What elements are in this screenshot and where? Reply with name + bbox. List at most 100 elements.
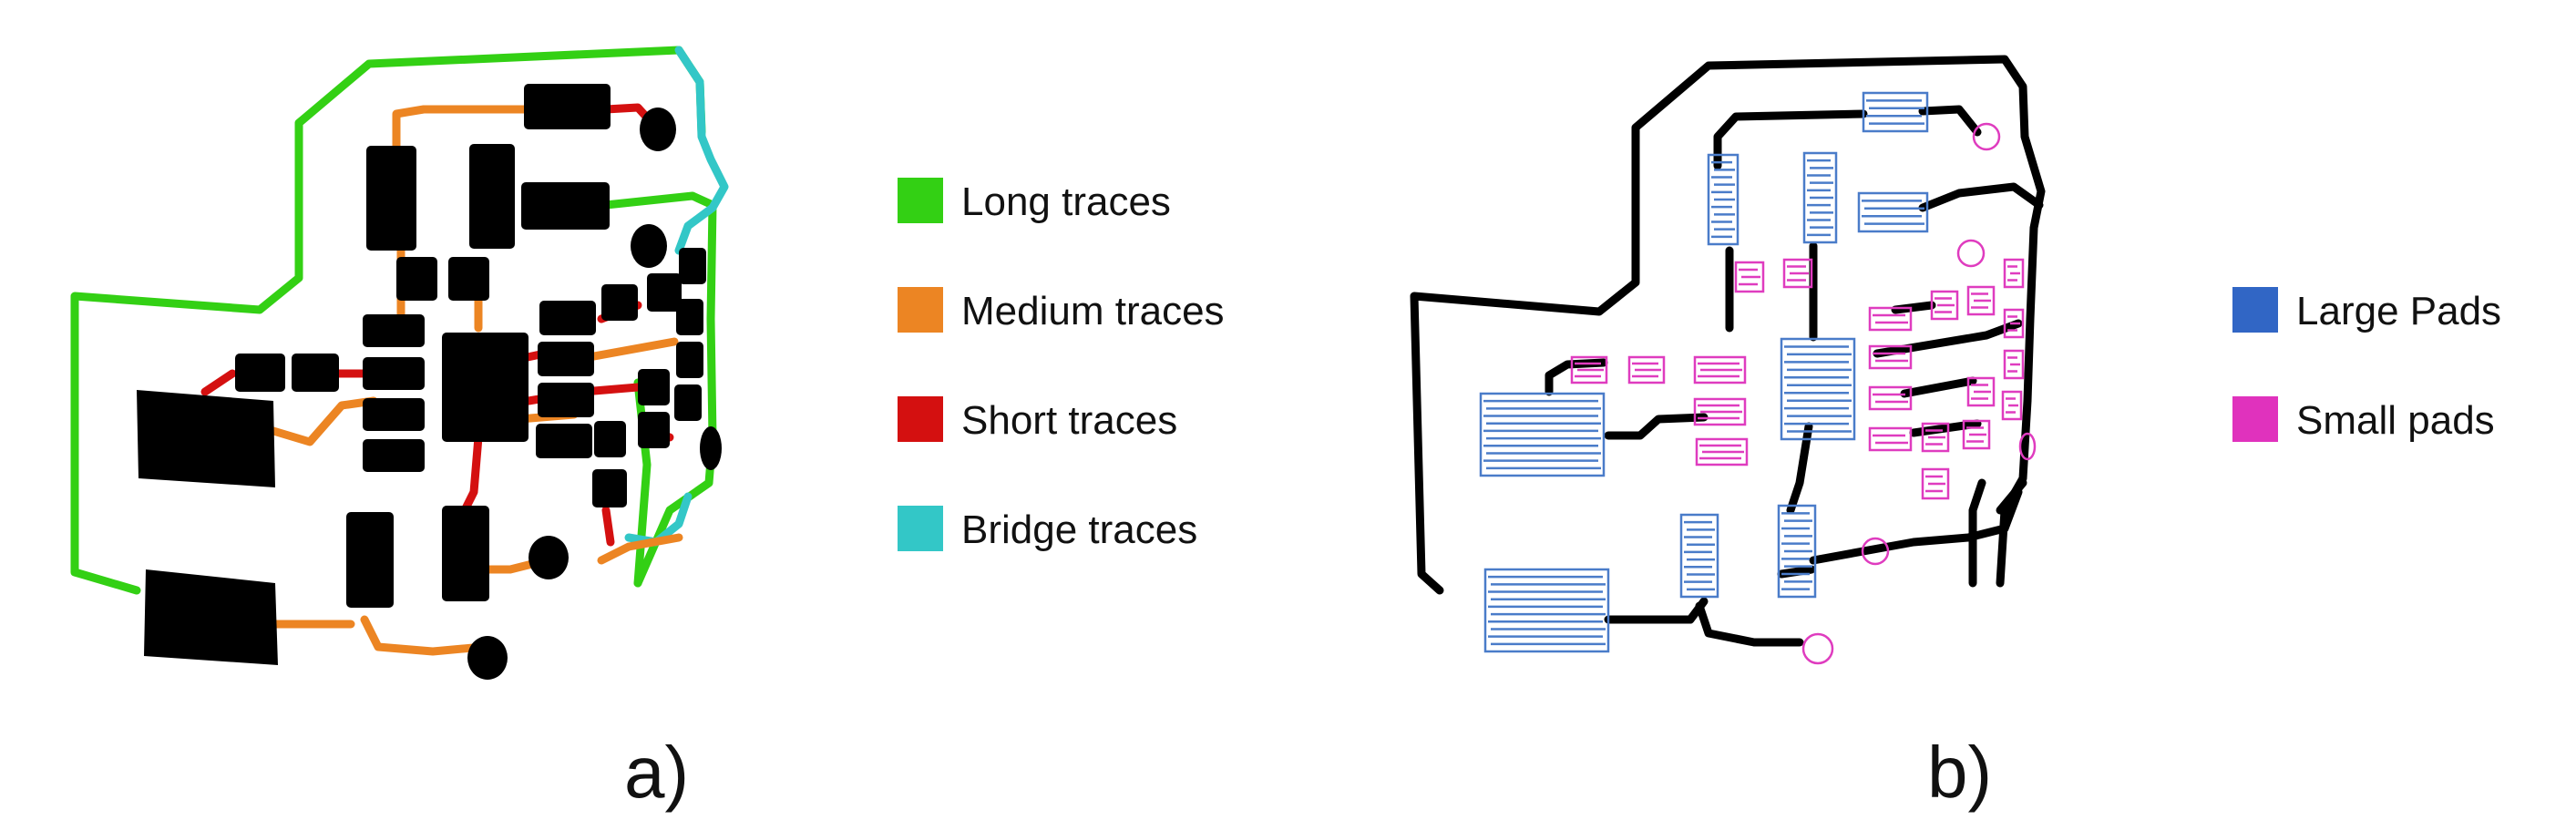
pad-serpentine (1966, 426, 1986, 443)
trace-b13 (1809, 487, 2023, 565)
short-trace-7 (460, 433, 483, 515)
small-pad (1570, 355, 1608, 384)
legend-swatch (898, 506, 943, 551)
pad-outline (1966, 376, 1996, 407)
pad-serpentine (1711, 160, 1735, 239)
bridge-trace-bottom (624, 492, 693, 547)
outline-traces (1410, 55, 2046, 647)
pad-serpentine (1488, 575, 1606, 646)
pad-serpentine (1935, 297, 1955, 313)
large-pad-mid (1802, 151, 1838, 244)
pad-outline (1868, 344, 1913, 370)
via-5 (467, 636, 508, 680)
small-pad (1921, 467, 1950, 500)
trace-b12 (1786, 422, 1813, 515)
connector-large-bottom (144, 569, 278, 665)
legend-label: Long traces (961, 179, 1171, 224)
pad-outline (1679, 513, 1719, 599)
legend-item-short-traces: Short traces (898, 396, 1177, 443)
pad-outline (2003, 349, 2025, 380)
large-pad-lower-right (1777, 504, 1817, 599)
pad-serpentine (1873, 352, 1908, 363)
pad-outline (1479, 392, 1606, 477)
pad-serpentine (1873, 434, 1908, 445)
pad-outline (1693, 355, 1747, 384)
legend-label: Large Pads (2296, 289, 2501, 333)
pad-serpentine (1971, 384, 1991, 400)
small-pad (1930, 290, 1959, 321)
trace-b16 (1604, 597, 1709, 624)
pad-outline (2003, 308, 2025, 339)
pad-outline (1857, 191, 1929, 233)
pad-outline (1921, 422, 1950, 453)
board-outline (1410, 55, 2046, 595)
pad-serpentine (1971, 292, 1991, 309)
large-pad-right (1857, 191, 1929, 233)
legend-b: Large Pads Small pads (2232, 287, 2501, 443)
large-pad-lower-left (1679, 513, 1719, 599)
small-pad (1868, 385, 1913, 411)
pad-serpentine (1698, 404, 1742, 420)
pad-serpentine (1698, 362, 1742, 378)
small-pad (1962, 419, 1991, 450)
pad-serpentine (1873, 393, 1908, 404)
pad-serpentine (1925, 475, 1945, 493)
long-trace-right (601, 191, 717, 588)
legend-swatch (898, 287, 943, 333)
pad-serpentine (1873, 313, 1908, 324)
legend-item-large-pads: Large Pads (2232, 287, 2501, 333)
pad-c25 (638, 412, 670, 448)
pad-outline (2001, 390, 2023, 421)
pad-serpentine (1632, 362, 1661, 378)
pad-c28 (442, 506, 489, 601)
legend-swatch (898, 396, 943, 442)
panel-label-a: a) (624, 732, 689, 813)
medium-trace-4 (260, 396, 378, 446)
trace-b10 (1900, 376, 1977, 398)
trace-b11 (1909, 419, 1982, 437)
pad-c7 (363, 314, 425, 347)
pad-serpentine (1784, 345, 1852, 433)
legend-label: Small pads (2296, 398, 2495, 443)
medium-trace-8 (360, 615, 487, 656)
chip-main (442, 333, 529, 442)
legend-item-small-pads: Small pads (2232, 396, 2495, 443)
small-pad (1695, 437, 1749, 466)
pad-serpentine (2007, 315, 2020, 332)
medium-trace-10 (597, 533, 683, 565)
small-pad (2001, 390, 2023, 421)
pad-c19 (679, 248, 706, 284)
pad-outline (1862, 91, 1929, 133)
small-pad (2003, 258, 2025, 289)
pad-outline (1693, 397, 1747, 426)
pad-c16 (536, 424, 592, 458)
small-pad-round (1972, 122, 2001, 151)
pad-c14 (538, 342, 594, 376)
pad-c22 (638, 369, 670, 405)
connector-large-left (137, 390, 275, 487)
small-pad-round (1956, 239, 1986, 268)
legend-swatch (2232, 396, 2278, 442)
small-pad-round (2018, 432, 2037, 461)
pad-outline (1966, 285, 1996, 316)
pad-serpentine (1699, 444, 1744, 460)
pad-outline (1570, 355, 1608, 384)
pad-outline (2003, 258, 2025, 289)
trace-b9 (1873, 319, 2023, 358)
pad-c9 (363, 398, 425, 431)
pad-c2 (469, 144, 515, 249)
small-pad (1966, 285, 1996, 316)
pad-outline (1962, 419, 1991, 450)
pad-outline (1483, 568, 1610, 653)
short-trace-8 (601, 506, 615, 547)
legend-label: Medium traces (961, 289, 1225, 333)
panel-a-board (70, 46, 729, 680)
pad-serpentine (1787, 265, 1809, 282)
large-pad-connector-left (1479, 392, 1606, 477)
large-pads (1479, 91, 1929, 653)
medium-trace-1 (392, 105, 529, 155)
small-pad (1868, 306, 1913, 332)
via-1 (640, 108, 676, 151)
small-pad (1868, 426, 1913, 452)
